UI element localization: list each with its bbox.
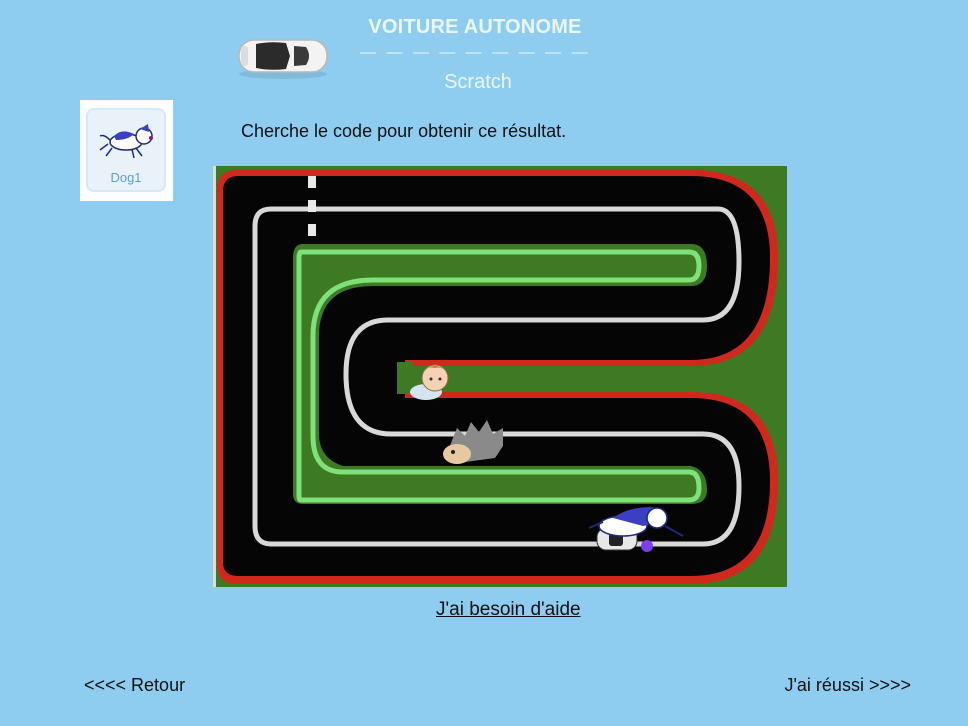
sprite-name: Dog1: [110, 170, 142, 185]
sprite-card[interactable]: Dog1: [80, 100, 173, 201]
baby-sprite: [410, 364, 449, 400]
dog-sprite: [588, 507, 684, 552]
success-button[interactable]: J'ai réussi >>>>: [784, 675, 911, 695]
page-subtitle: Scratch: [444, 71, 512, 93]
page-title: VOITURE AUTONOME: [368, 16, 582, 38]
instruction-text: Cherche le code pour obtenir ce résultat…: [241, 121, 567, 141]
track-white-line: [252, 206, 742, 547]
hedgehog-sprite: [443, 420, 503, 464]
track-green-line: [296, 249, 702, 503]
sprite-thumbnail[interactable]: Dog1: [86, 108, 166, 192]
help-link[interactable]: J'ai besoin d'aide: [436, 599, 581, 620]
car-topdown-icon: [238, 39, 328, 79]
back-button[interactable]: <<<< Retour: [84, 675, 186, 695]
title-divider: — — — — — — — — — — — —: [360, 44, 596, 61]
track-stage: [213, 166, 787, 587]
dog-icon: [99, 124, 153, 159]
track-inner-island: [293, 244, 707, 504]
